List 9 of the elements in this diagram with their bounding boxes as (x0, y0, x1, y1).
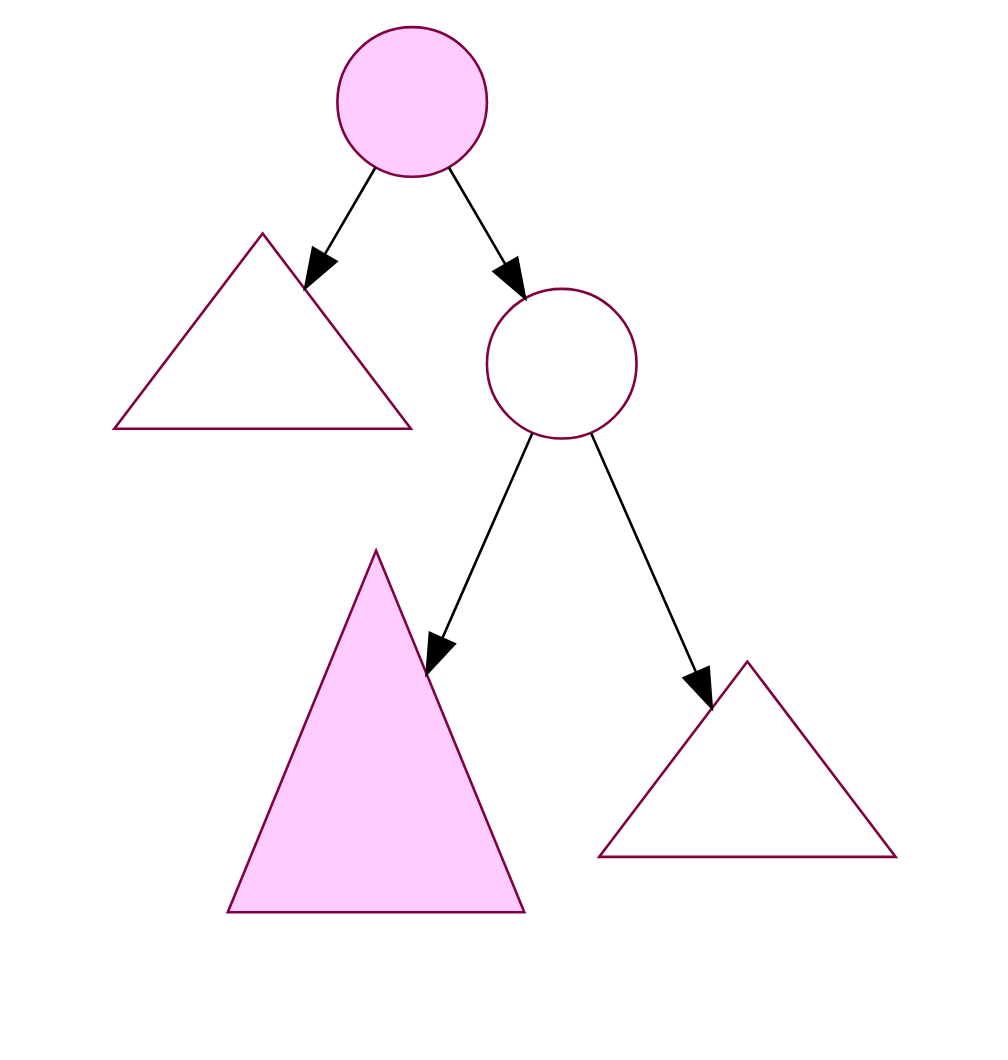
arrow (446, 166, 526, 302)
node-circle (484, 287, 637, 440)
node-triangle (595, 659, 898, 859)
node-triangle (110, 231, 413, 431)
node-circle (335, 25, 488, 178)
node-triangle (224, 547, 526, 914)
arrow (588, 432, 713, 712)
arrow (302, 166, 376, 292)
arrow (424, 432, 533, 678)
